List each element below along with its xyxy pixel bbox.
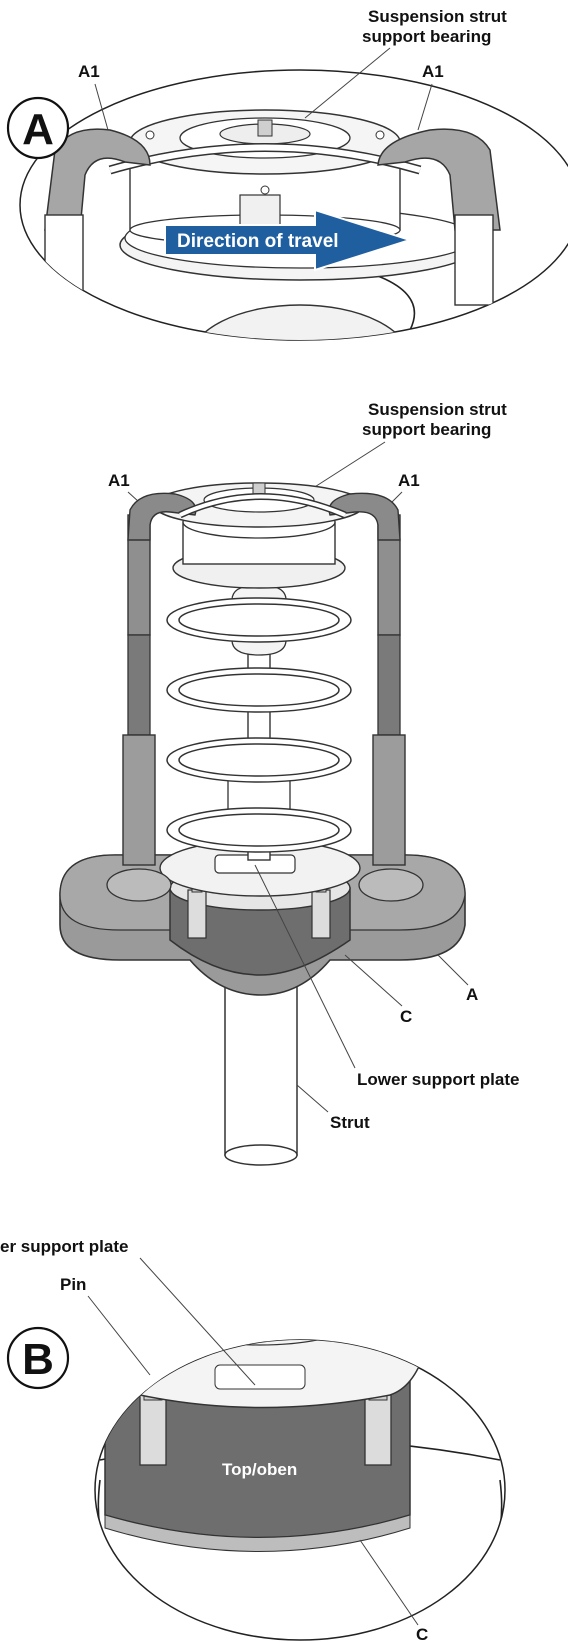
bearing-label-a-1: Suspension strut — [368, 7, 507, 26]
a1-right-label-main: A1 — [398, 471, 420, 490]
badge-b: B — [22, 1335, 54, 1384]
bearing-label-main-2: support bearing — [362, 420, 491, 439]
leader-c-b — [359, 1539, 419, 1626]
bearing-label-main-1: Suspension strut — [368, 400, 507, 419]
strut-label: Strut — [330, 1113, 370, 1132]
compressor-rod-left — [106, 514, 172, 902]
leader-a-main — [437, 954, 469, 986]
lower-plate-label-b: er support plate — [0, 1237, 128, 1256]
badge-b-circle — [6, 1326, 70, 1390]
leader-a1-right-a — [417, 83, 433, 131]
a1-left-label-a: A1 — [78, 62, 100, 81]
label-c-b: C — [416, 1625, 428, 1642]
direction-of-travel-label: Direction of travel — [177, 231, 339, 252]
label-c-main: C — [400, 1007, 412, 1026]
pin-label: Pin — [60, 1275, 86, 1294]
hook-a1-right-main — [328, 492, 401, 541]
adapter-c — [169, 887, 351, 976]
a1-left-label-main: A1 — [108, 471, 130, 490]
badge-a: A — [22, 105, 54, 154]
leader-lower-plate-b — [139, 1257, 256, 1386]
top-oben-label: Top/oben — [222, 1460, 297, 1479]
lower-plate-label-main: Lower support plate — [357, 1070, 519, 1089]
leader-a1-left-a — [94, 83, 109, 131]
leader-bearing-main — [309, 441, 386, 491]
a1-right-label-a: A1 — [422, 62, 444, 81]
panel-main: Suspension strut support bearing A1 A1 — [59, 400, 519, 1166]
leader-c-main — [344, 954, 403, 1007]
panel-a: Direction of travel A Suspension strut s… — [6, 7, 568, 341]
panel-b: Top/oben B er support plate Pin C — [0, 1237, 506, 1642]
hook-a1-left-main — [127, 492, 197, 541]
leader-bearing-a — [304, 47, 391, 119]
compressor-rod-right — [358, 514, 424, 902]
label-a-main: A — [466, 985, 478, 1004]
leader-lower-plate-main — [254, 864, 356, 1069]
hook-a1-right — [377, 128, 501, 231]
direction-arrow — [164, 208, 414, 272]
hook-a1-left — [44, 128, 151, 231]
badge-a-circle — [6, 96, 70, 160]
leader-pin — [87, 1295, 151, 1376]
coil-spring — [166, 597, 352, 853]
leader-strut — [296, 1084, 329, 1113]
bearing-label-a-2: support bearing — [362, 27, 491, 46]
